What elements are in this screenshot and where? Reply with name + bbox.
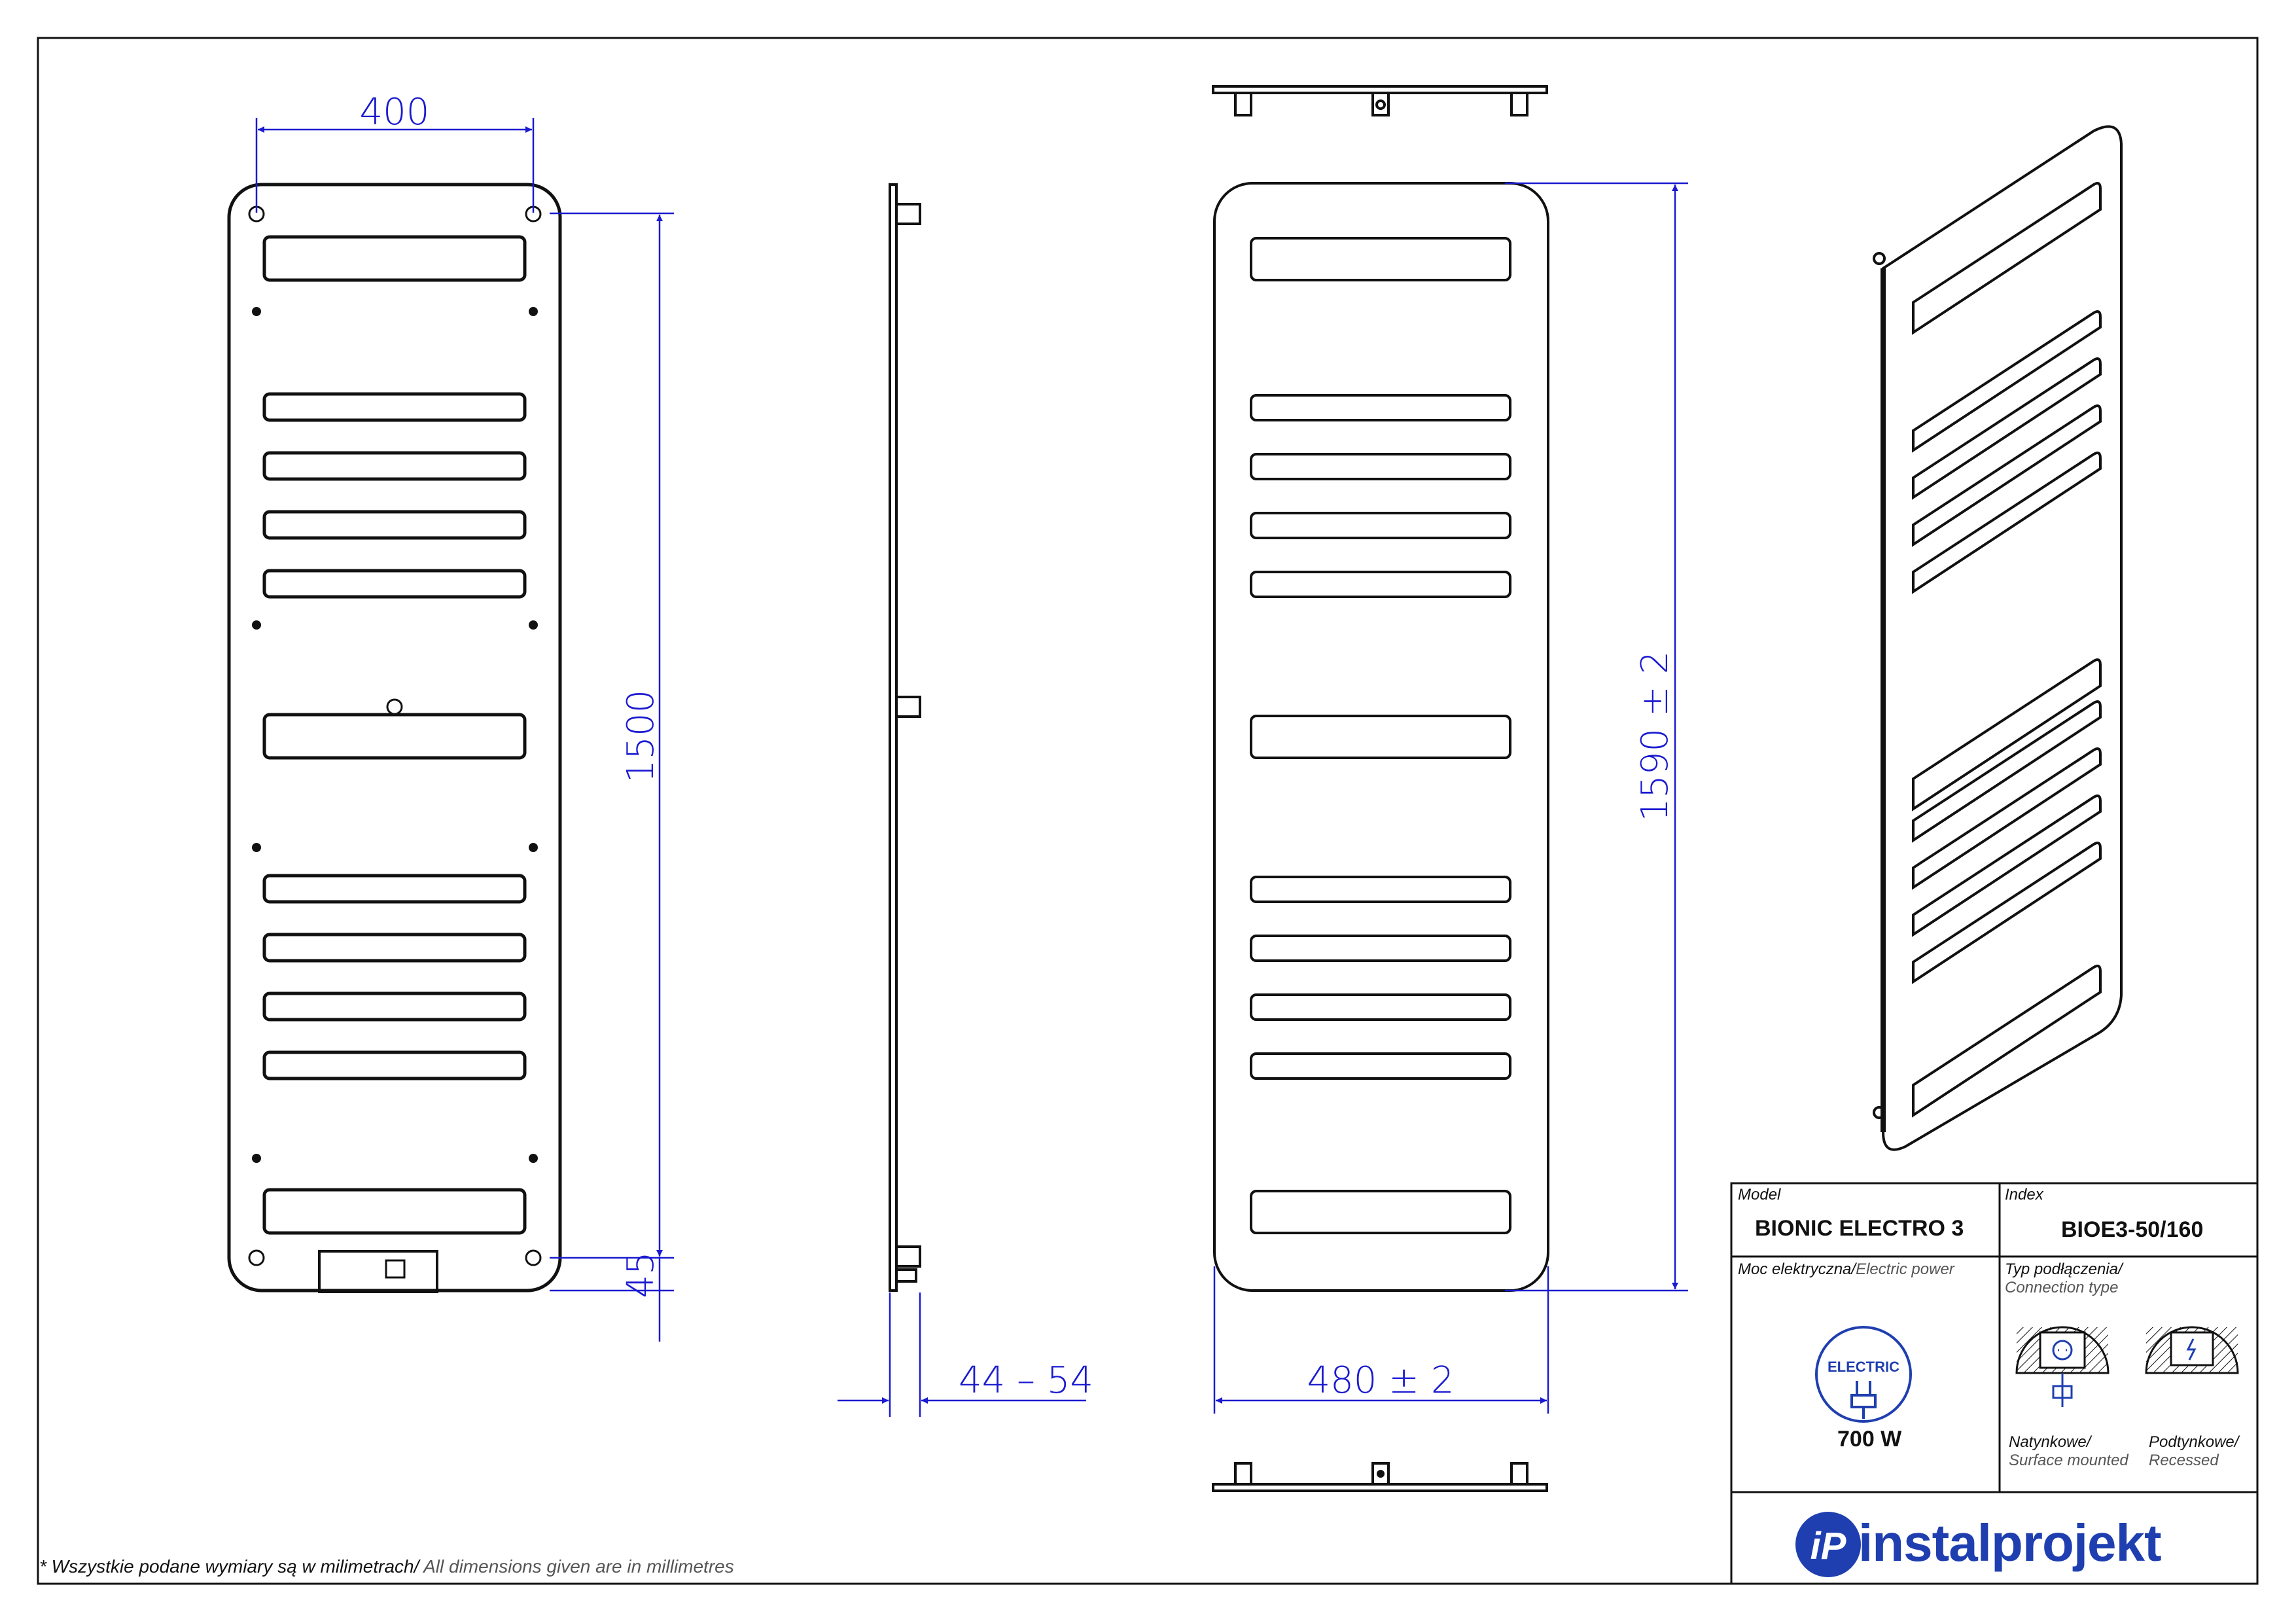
- side-bracket-bottom: [895, 1245, 921, 1268]
- iso-slot: [1912, 357, 2102, 500]
- side-panel: [889, 183, 898, 1292]
- iso-slot: [1912, 658, 2102, 812]
- iso-slot: [1912, 404, 2102, 547]
- power-label-en: Electric power: [1856, 1260, 1954, 1278]
- slot-wide: [1250, 715, 1511, 759]
- footnote-en: All dimensions given are in millimetres: [419, 1556, 734, 1577]
- mounting-hole: [386, 698, 403, 715]
- side-junction-box: [895, 1268, 917, 1283]
- slot-narrow: [1250, 571, 1511, 598]
- model-value: BIONIC ELECTRO 3: [1755, 1216, 1964, 1241]
- footnote: * Wszystkie podane wymiary są w milimetr…: [39, 1556, 734, 1577]
- brand-name: instalprojekt: [1858, 1514, 2162, 1572]
- slot-narrow: [1250, 993, 1511, 1021]
- iso-slot: [1912, 182, 2102, 335]
- front-slots: [262, 235, 527, 1235]
- front-height-label: 1500: [620, 690, 662, 783]
- iso-slot: [1912, 452, 2102, 594]
- recessed-pl: Podtynkowe/: [2149, 1433, 2239, 1451]
- overall-height-label: 1590 ± 2: [1634, 651, 1676, 822]
- iso-slot: [1912, 842, 2102, 984]
- recessed-icon: [2145, 1326, 2239, 1374]
- power-label: Moc elektryczna/Electric power: [1738, 1260, 1954, 1279]
- mounting-point: [252, 620, 261, 630]
- iso-slot: [1912, 747, 2102, 890]
- iso-slot: [1912, 700, 2102, 843]
- overall-width-label: 480 ± 2: [1307, 1359, 1454, 1402]
- slot-wide: [1250, 1190, 1511, 1234]
- slot-narrow: [1250, 453, 1511, 480]
- power-label-pl: Moc elektryczna/: [1738, 1260, 1856, 1278]
- mounting-hole: [525, 1249, 542, 1266]
- slot-wide: [262, 1188, 527, 1235]
- slot-wide: [262, 713, 527, 760]
- page-border: [37, 37, 2259, 1585]
- footnote-pl: * Wszystkie podane wymiary są w milimetr…: [39, 1556, 419, 1577]
- slot-narrow: [1250, 935, 1511, 962]
- connection-label-en: Connection type: [2005, 1279, 2119, 1296]
- slot-narrow: [1250, 876, 1511, 903]
- index-value: BIOE3-50/160: [2061, 1217, 2204, 1242]
- front-panel: [227, 183, 562, 1293]
- mounting-point: [529, 843, 538, 852]
- electric-badge-icon: [1815, 1326, 1912, 1423]
- slot-narrow: [262, 510, 527, 540]
- iso-slot: [1912, 794, 2102, 937]
- mounting-holes: [248, 205, 542, 1266]
- side-view: [889, 183, 921, 1292]
- isometric-view: [1873, 125, 2123, 1151]
- side-bracket-middle: [895, 696, 921, 718]
- mounting-hole: [248, 1249, 265, 1266]
- slot-narrow: [1250, 512, 1511, 539]
- slot-wide: [262, 235, 527, 282]
- rear-view: [1212, 85, 1549, 1492]
- iso-slots: [1912, 182, 2102, 1118]
- iso-slot: [1912, 965, 2102, 1118]
- brand-logo-mark: iP: [1810, 1525, 1846, 1567]
- slot-narrow: [1250, 1052, 1511, 1080]
- title-block: [1730, 1182, 2259, 1585]
- surface-mounted-en: Surface mounted: [2009, 1452, 2128, 1469]
- junction-box: [318, 1250, 438, 1293]
- rear-slots: [1250, 237, 1511, 1234]
- mounting-point: [252, 1154, 261, 1163]
- connection-label-pl: Typ podłączenia/: [2005, 1260, 2123, 1278]
- index-label: Index: [2005, 1186, 2043, 1204]
- surface-mounted-icon: [2015, 1326, 2110, 1407]
- slot-wide: [1250, 237, 1511, 281]
- slot-narrow: [1250, 394, 1511, 421]
- iso-panel: [1882, 125, 2123, 1151]
- side-dimensions: [838, 1293, 1086, 1417]
- mounting-point: [529, 307, 538, 316]
- slot-narrow: [262, 1050, 527, 1080]
- rear-dimensions: [1213, 182, 1688, 1414]
- slot-narrow: [262, 874, 527, 904]
- recessed-en: Recessed: [2149, 1452, 2219, 1469]
- brand-logo-icon: [1795, 1512, 1861, 1577]
- front-view: [227, 183, 562, 1293]
- front-bottom-offset-label: 45: [620, 1251, 662, 1298]
- side-bracket-top: [895, 203, 921, 225]
- slot-narrow: [262, 392, 527, 422]
- surface-mounted-pl: Natynkowe/: [2009, 1433, 2091, 1451]
- electric-badge-label: ELECTRIC: [1828, 1359, 1899, 1375]
- iso-slot: [1912, 310, 2102, 453]
- model-label: Model: [1738, 1186, 1781, 1204]
- mounting-point: [252, 307, 261, 316]
- mounting-point: [252, 843, 261, 852]
- socket-icon: [385, 1259, 406, 1279]
- slot-narrow: [262, 933, 527, 963]
- slot-narrow: [262, 569, 527, 599]
- mounting-point: [529, 620, 538, 630]
- front-width-label: 400: [360, 91, 430, 134]
- slot-narrow: [262, 451, 527, 481]
- mounting-point: [529, 1154, 538, 1163]
- depth-label: 44 – 54: [959, 1359, 1093, 1402]
- front-dimensions: [255, 118, 674, 1342]
- rear-panel: [1213, 182, 1549, 1292]
- slot-narrow: [262, 991, 527, 1022]
- power-value: 700 W: [1837, 1427, 1902, 1452]
